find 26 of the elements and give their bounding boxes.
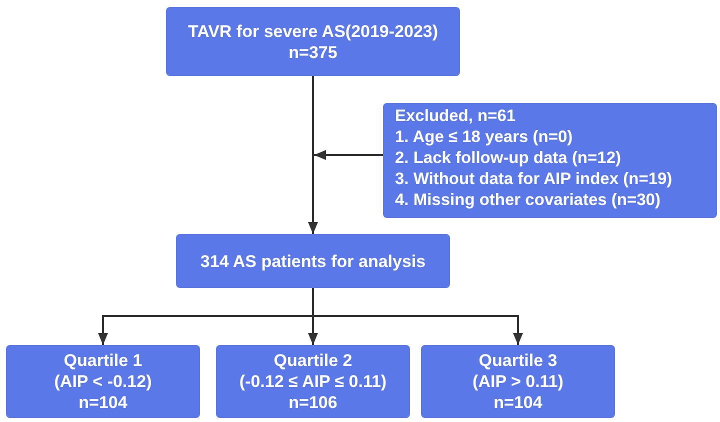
- range-text: (-0.12 ≤ AIP ≤ 0.11): [239, 371, 387, 392]
- arrow: [314, 150, 383, 160]
- process-box: [176, 234, 450, 288]
- exclusion-item: 2. Lack follow-up data (n=12): [395, 148, 621, 169]
- arrow: [308, 76, 318, 234]
- exclusion-heading: Excluded, n=61: [395, 106, 516, 127]
- count-text: n=106: [288, 392, 338, 413]
- count-text: n=104: [494, 392, 542, 413]
- group-heading: Quartile 2: [274, 350, 352, 371]
- range-text: (AIP > 0.11): [472, 371, 564, 392]
- exclusion-item: 1. Age ≤ 18 years (n=0): [395, 127, 573, 148]
- count-text: n=104: [78, 392, 128, 413]
- exclusion-item: 4. Missing other covariates (n=30): [395, 190, 660, 211]
- box-heading: 314 AS patients for analysis: [200, 250, 426, 272]
- box-heading: TAVR for severe AS(2019-2023): [188, 20, 438, 42]
- group-box: [421, 345, 615, 418]
- group-heading: Quartile 3: [478, 350, 558, 371]
- exclusion-box: [383, 103, 717, 218]
- exclusion-item: 3. Without data for AIP index (n=19): [395, 169, 672, 190]
- process-box: [166, 7, 460, 76]
- group-box: [216, 345, 410, 418]
- group-box: [6, 345, 200, 418]
- arrow: [312, 288, 523, 345]
- count-text: n=375: [288, 42, 338, 62]
- range-text: (AIP < -0.12): [54, 371, 152, 392]
- group-heading: Quartile 1: [64, 350, 142, 371]
